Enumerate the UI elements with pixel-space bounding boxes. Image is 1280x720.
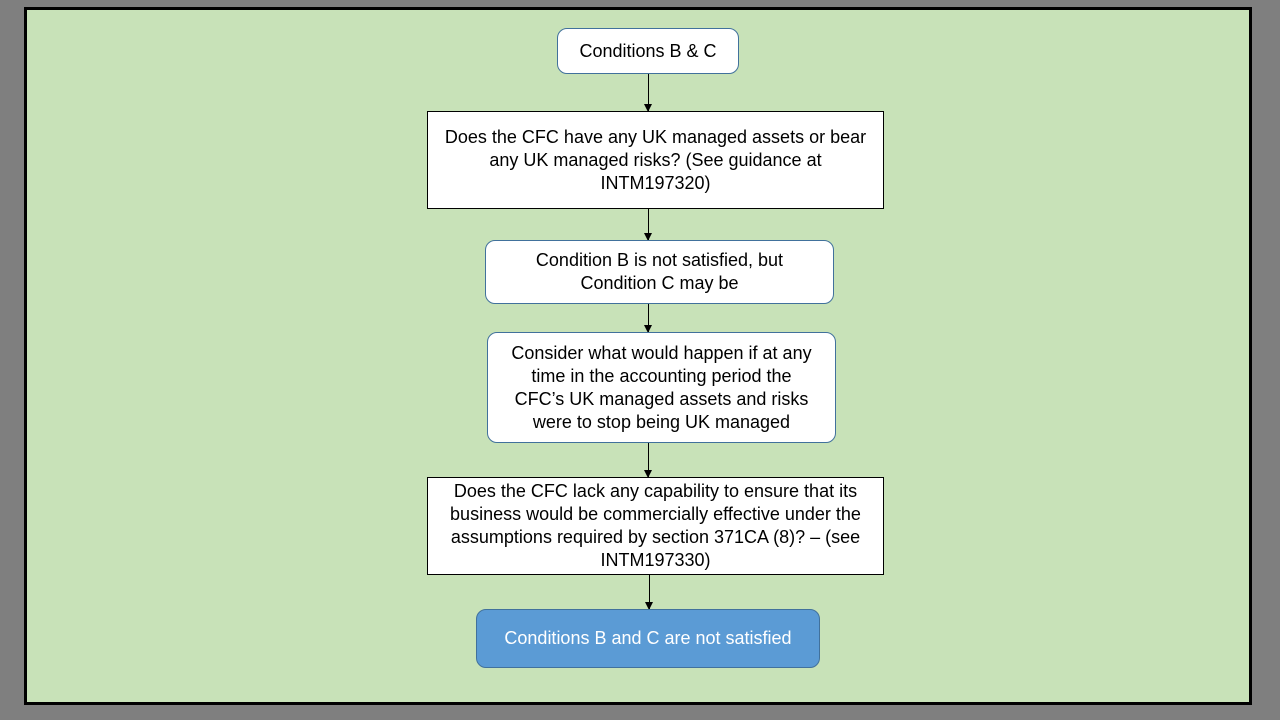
node-text: CFC’s UK managed assets and risks bbox=[514, 388, 809, 409]
question-node-uk-managed-assets: Does the CFC have any UK managed assets … bbox=[427, 111, 884, 209]
arrow bbox=[644, 74, 652, 112]
arrow bbox=[644, 209, 652, 241]
condition-b-not-satisfied-node: Condition B is not satisfied, but Condit… bbox=[485, 240, 834, 304]
node-text: INTM197330) bbox=[600, 550, 711, 570]
node-text: Conditions B & C bbox=[579, 40, 717, 61]
node-text: were to stop being UK managed bbox=[532, 411, 791, 432]
start-node: Conditions B & C bbox=[557, 28, 739, 74]
node-text: Does the CFC have any UK managed assets … bbox=[444, 126, 867, 147]
result-node: Conditions B and C are not satisfied bbox=[476, 609, 820, 668]
node-text: Conditions B and C are not satisfied bbox=[504, 628, 792, 648]
node-text: time in the accounting period the bbox=[531, 365, 792, 386]
node-text: business would be commercially effective… bbox=[450, 504, 861, 524]
question-node-capability: Does the CFC lack any capability to ensu… bbox=[427, 477, 884, 575]
node-text: Does the CFC lack any capability to ensu… bbox=[453, 481, 858, 501]
arrow bbox=[644, 304, 652, 333]
node-text: any UK managed risks? (See guidance at bbox=[489, 149, 822, 170]
node-text: Consider what would happen if at any bbox=[511, 342, 812, 363]
node-text: Condition B is not satisfied, but bbox=[535, 250, 784, 270]
node-text: assumptions required by section 371CA (8… bbox=[450, 527, 861, 547]
consider-node: Consider what would happen if at any tim… bbox=[487, 332, 836, 443]
node-text: Condition C may be bbox=[580, 273, 739, 293]
node-text: INTM197320) bbox=[600, 172, 711, 193]
arrow bbox=[644, 443, 652, 478]
arrow bbox=[645, 575, 653, 610]
